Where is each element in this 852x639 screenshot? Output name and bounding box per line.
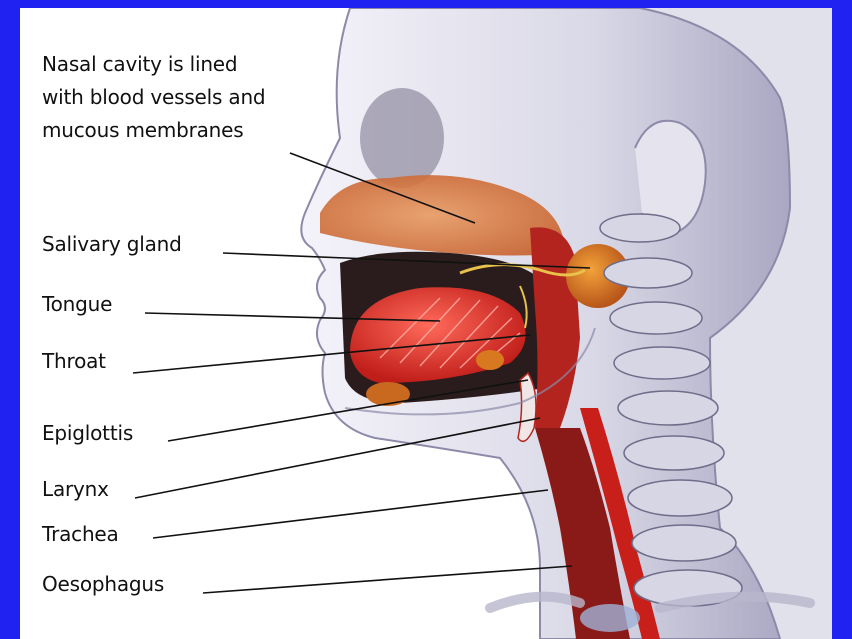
- tonsil: [476, 350, 504, 370]
- label-larynx: Larynx: [42, 476, 109, 502]
- label-salivary-gland: Salivary gland: [42, 231, 182, 257]
- sublingual-gland: [366, 382, 410, 406]
- diagram-frame: Nasal cavity is lined with blood vessels…: [20, 8, 832, 639]
- trachea-rings: [580, 604, 640, 632]
- label-nasal-cavity-line-1: Nasal cavity is lined: [42, 51, 237, 77]
- eye-socket: [360, 88, 444, 188]
- label-trachea: Trachea: [42, 521, 119, 547]
- leader-line-oesophagus: [203, 566, 572, 593]
- leader-line-larynx: [135, 418, 540, 498]
- label-nasal-cavity-line-2: with blood vessels and: [42, 84, 265, 110]
- leader-line-trachea: [153, 490, 548, 538]
- label-tongue: Tongue: [42, 291, 112, 317]
- label-throat: Throat: [42, 348, 106, 374]
- label-epiglottis: Epiglottis: [42, 420, 133, 446]
- label-nasal-cavity-line-3: mucous membranes: [42, 117, 244, 143]
- label-oesophagus: Oesophagus: [42, 571, 164, 597]
